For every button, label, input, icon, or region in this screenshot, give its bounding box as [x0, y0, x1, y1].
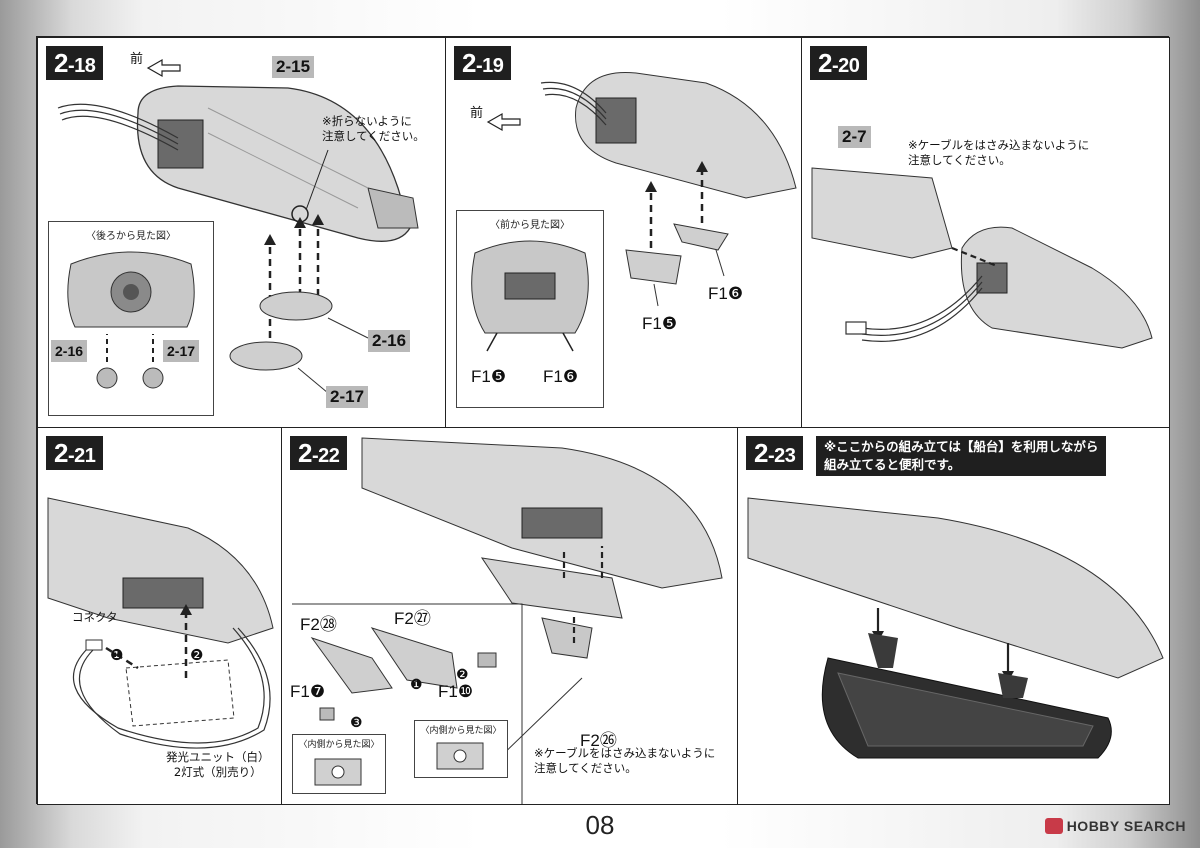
- ship-hull-illustration: [136, 85, 419, 242]
- callout-2: ❷: [456, 666, 469, 682]
- connector-label: コネクタ: [72, 610, 118, 624]
- ship-hull-illustration: [47, 497, 274, 644]
- callout-1: ❶: [410, 676, 423, 692]
- part-ref-2-16: 2-16: [368, 330, 411, 352]
- inset-part-ref-2-17: 2-17: [163, 340, 200, 362]
- assembly-arrows: [268, 223, 320, 338]
- rear-section-illustration: [960, 226, 1153, 349]
- inset-a-illustration: [314, 758, 362, 786]
- part-f1-10-illustration: [477, 652, 497, 668]
- step-2-19-illustration: [486, 71, 797, 307]
- part-f2-27-illustration: [370, 627, 458, 689]
- step-2-22-panel: 2-22 F2㉘ F2㉗ F1❼ F1❿ F2㉖ ❶ ❷ ❸ 〈内側から見た図〉: [281, 427, 739, 805]
- part-ref-2-17: 2-17: [326, 386, 369, 408]
- led-unit-illustration: [125, 659, 235, 727]
- inset-title: 〈内側から見た図〉: [420, 726, 502, 736]
- rear-view-inset: 〈後ろから見た図〉 2-16 2-17: [48, 221, 214, 416]
- inset-title: 〈内側から見た図〉: [298, 740, 380, 750]
- part-ref-2-7: 2-7: [838, 126, 871, 148]
- part-label-f2-26: F2㉖: [580, 731, 617, 750]
- step-number: 2-23: [746, 436, 804, 470]
- inner-view-inset-a: 〈内側から見た図〉: [292, 734, 386, 794]
- part-label-f1-6: F1❻: [708, 284, 744, 303]
- page-number: 08: [585, 810, 615, 840]
- inset-title: 〈前から見た図〉: [490, 220, 570, 231]
- inner-view-inset-b: 〈内側から見た図〉: [414, 720, 508, 778]
- step-2-19-panel: 2-19 前 F1❻ F1❺ 〈前から見た図〉: [445, 37, 803, 429]
- callout-3: ❸: [350, 714, 363, 730]
- callout-1: ❶: [110, 647, 124, 664]
- callout-2: ❷: [190, 647, 204, 664]
- step-number: 2-19: [454, 46, 512, 80]
- step-number: 2-20: [810, 46, 868, 80]
- step-2-18-panel: 2-18 前 2-15 ※折らないように 注意してください。: [37, 37, 447, 429]
- hull-section-2-7-illustration: [811, 167, 953, 259]
- front-label: 前: [130, 52, 144, 67]
- step-2-21-panel: 2-21 コネクタ ❶ ❷ 発光ユニット（白） 2灯式（別売り）: [37, 427, 283, 805]
- front-label: 前: [470, 106, 484, 121]
- part-label-f2-28: F2㉘: [300, 615, 337, 634]
- part-f1-7-illustration: [319, 707, 335, 721]
- part-f1-6-illustration: [673, 223, 729, 251]
- bracket-illustration: [541, 617, 593, 659]
- step-2-23-illustration: [747, 497, 1164, 759]
- front-view-illustration: [471, 240, 589, 352]
- cable-illustration: [57, 103, 179, 151]
- part-label-f1-7: F1❼: [290, 682, 326, 701]
- part-label-f1-5: F1❺: [642, 314, 678, 333]
- ship-hull-illustration: [361, 437, 723, 589]
- fold-warning-note: ※折らないように 注意してください。: [322, 114, 425, 143]
- stand-tip-note: ※ここからの組み立ては【船台】を利用しながら 組み立てると便利です。: [816, 436, 1107, 476]
- callout-box: [292, 603, 523, 804]
- cable-warning-note: ※ケーブルをはさみ込まないように 注意してください。: [534, 746, 716, 775]
- stand-base-illustration: [821, 633, 1112, 759]
- inset-part-label-f1-6: F1❻: [543, 367, 579, 386]
- front-arrow-icon: [146, 58, 181, 78]
- part-ref-2-15: 2-15: [272, 56, 315, 78]
- cable-warning-note: ※ケーブルをはさみ込まないように 注意してください。: [908, 138, 1090, 167]
- step-2-21-illustration: [47, 497, 274, 749]
- led-unit-label: 発光ユニット（白） 2灯式（別売り）: [166, 750, 270, 779]
- part-label-f1-10: F1❿: [438, 682, 474, 701]
- part-f2-26-illustration: [480, 557, 623, 619]
- cable-illustration: [845, 275, 983, 342]
- hobby-search-logo-icon: [1044, 818, 1063, 834]
- step-number: 2-18: [46, 46, 104, 80]
- inset-b-illustration: [436, 742, 484, 770]
- inset-part-ref-2-16: 2-16: [51, 340, 88, 362]
- part-2-16-illustration: [259, 291, 333, 321]
- front-arrow-icon: [486, 112, 521, 132]
- step-number: 2-21: [46, 436, 104, 470]
- part-label-f2-27: F2㉗: [394, 609, 431, 628]
- cable-illustration: [72, 627, 271, 749]
- ship-hull-illustration: [747, 497, 1164, 679]
- front-view-inset: 〈前から見た図〉 F1❺ F1❻: [456, 210, 604, 408]
- step-2-20-panel: 2-20 2-7 ※ケーブルをはさみ込まないように 注意してください。: [801, 37, 1170, 429]
- instruction-sheet: 2-18 前 2-15 ※折らないように 注意してください。: [36, 36, 1170, 805]
- connector-icon: [85, 639, 103, 651]
- part-f2-28-illustration: [310, 637, 393, 694]
- step-number: 2-22: [290, 436, 348, 470]
- watermark-logo: HOBBY SEARCH: [1044, 818, 1186, 834]
- part-2-17-illustration: [229, 341, 303, 371]
- inset-part-label-f1-5: F1❺: [471, 367, 507, 386]
- part-f1-5-illustration: [625, 249, 682, 285]
- step-2-22-illustration: [292, 437, 723, 804]
- inset-title: 〈後ろから見た図〉: [86, 231, 176, 242]
- ship-hull-illustration: [575, 71, 797, 199]
- step-2-18-illustration: [57, 58, 419, 394]
- step-2-20-illustration: [811, 167, 1153, 349]
- cable-illustration: [540, 81, 607, 126]
- step-2-23-panel: 2-23 ※ここからの組み立ては【船台】を利用しながら 組み立てると便利です。: [737, 427, 1170, 805]
- rear-view-illustration: [67, 251, 195, 389]
